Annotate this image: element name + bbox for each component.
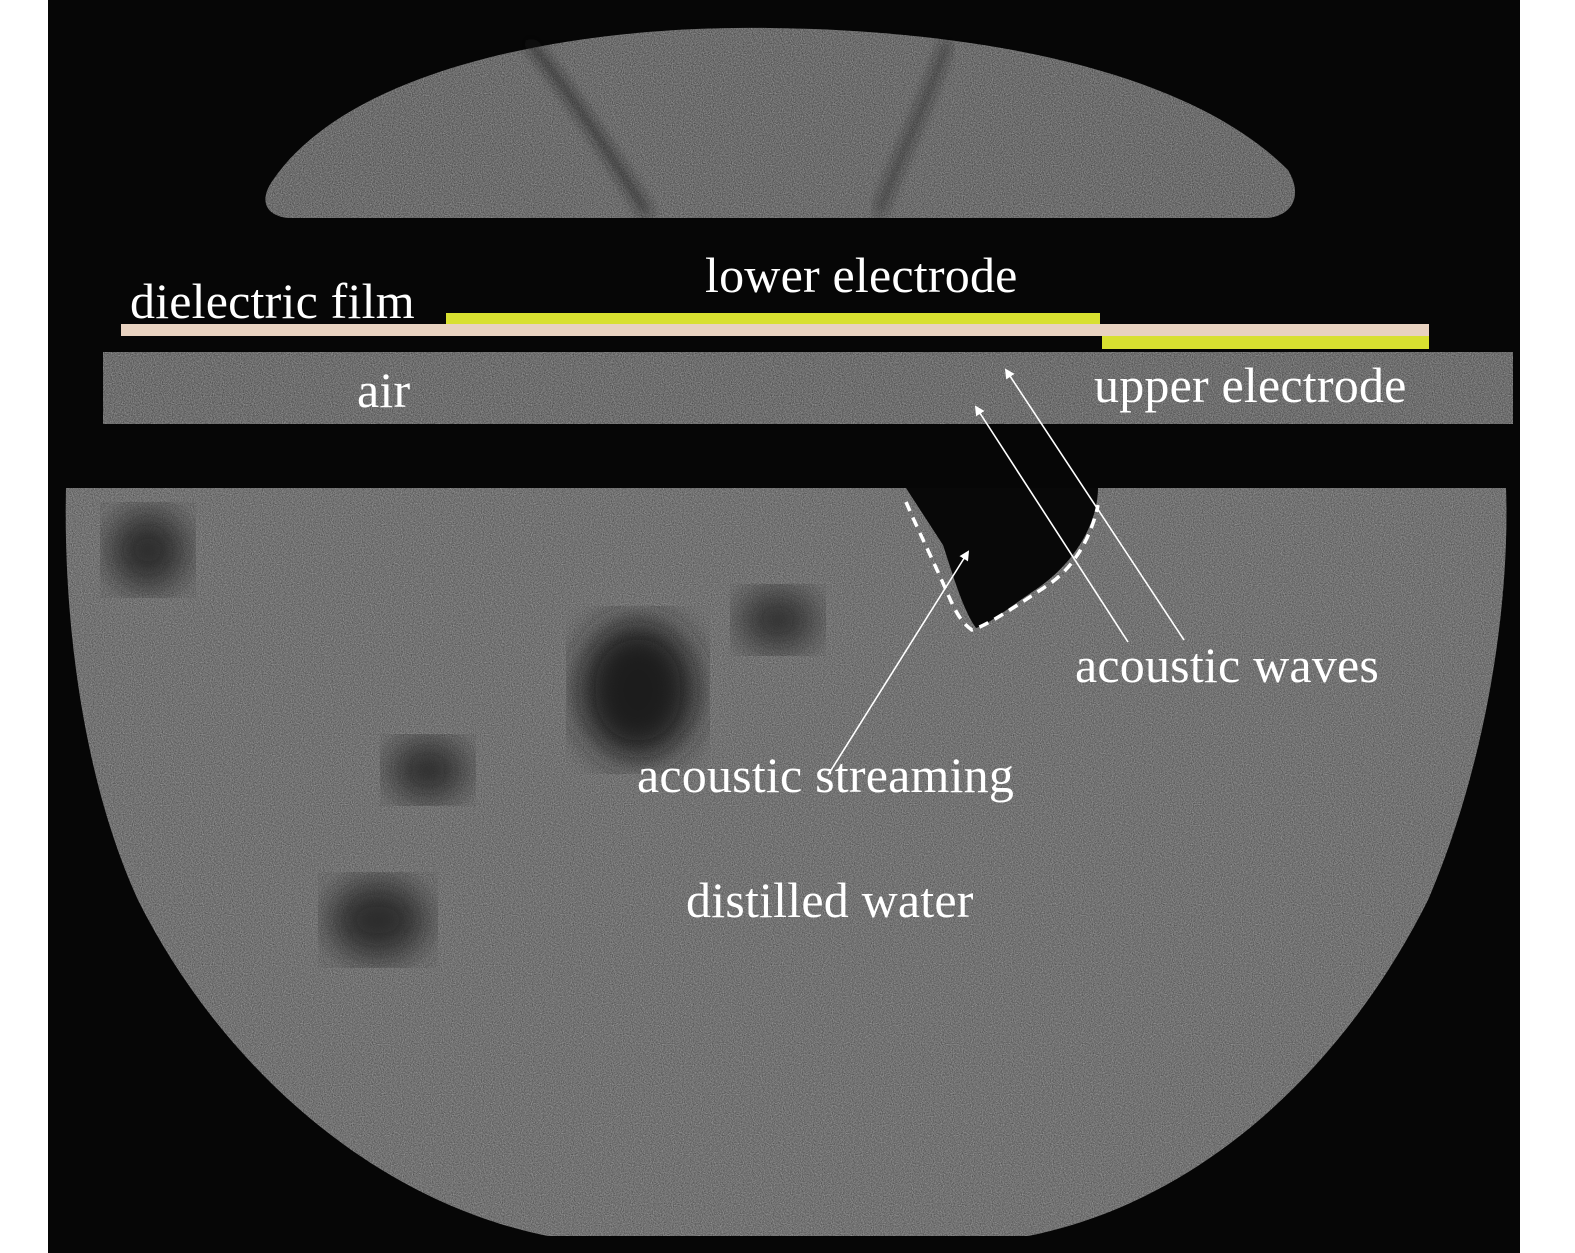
photo-frame: dielectric film lower electrode upper el… — [48, 0, 1520, 1253]
upper-field-crease-2 — [875, 39, 951, 216]
lower-electrode-label: lower electrode — [705, 247, 1018, 303]
upper-field-crease — [525, 38, 651, 217]
upper-electrode — [1102, 336, 1429, 349]
acoustic-waves-arrow-2 — [974, 405, 1129, 643]
water-shadow — [578, 620, 698, 760]
water-shadow — [328, 880, 428, 960]
water-region — [65, 488, 1507, 1236]
air-label: air — [357, 362, 411, 418]
upper-electrode-label: upper electrode — [1094, 357, 1407, 413]
upper-field-region — [265, 27, 1296, 218]
air-band — [103, 352, 1513, 424]
schlieren-photo — [65, 27, 1513, 1236]
distilled-water-label: distilled water — [686, 872, 974, 928]
dielectric-film — [121, 324, 1429, 336]
lower-electrode — [446, 313, 1100, 324]
water-shadow — [388, 740, 468, 800]
acoustic-waves-label: acoustic waves — [1075, 637, 1380, 693]
streaming-wedge — [906, 488, 1098, 628]
dielectric-film-label: dielectric film — [130, 273, 415, 329]
acoustic-streaming-arrow — [827, 550, 970, 776]
water-shadow — [108, 510, 188, 590]
streaming-boundary — [904, 501, 1100, 632]
water-shadow — [738, 590, 818, 650]
acoustic-streaming-label: acoustic streaming — [637, 747, 1015, 803]
acoustic-waves-arrow-1 — [1004, 368, 1185, 641]
